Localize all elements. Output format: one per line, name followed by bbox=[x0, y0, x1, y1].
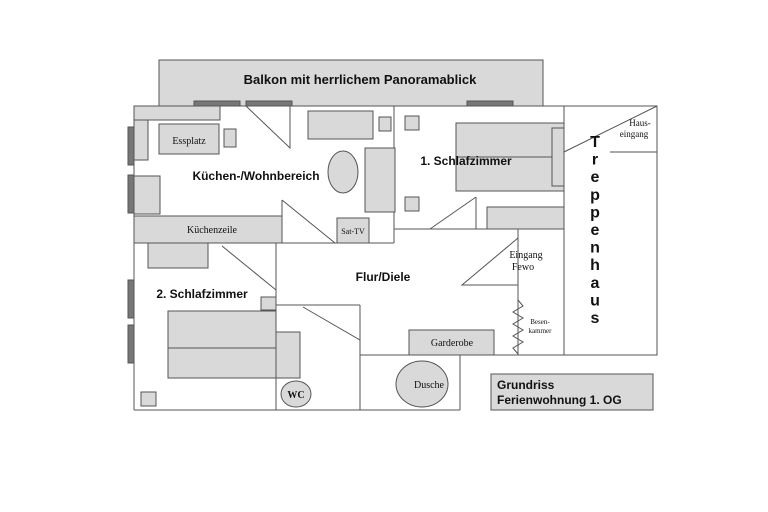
hallway-label: Flur/Diele bbox=[356, 270, 411, 284]
window-left-4 bbox=[127, 324, 135, 364]
house-entrance-label-2: eingang bbox=[620, 129, 649, 139]
door-bedroom2-hall bbox=[221, 245, 277, 292]
nightstand-2 bbox=[260, 296, 277, 311]
door-bath bbox=[302, 306, 361, 341]
broom-door-zigzag bbox=[512, 299, 524, 355]
balcony-window-3 bbox=[466, 100, 514, 107]
nightstand-2b bbox=[140, 391, 157, 407]
staircase-letter: a bbox=[591, 275, 600, 292]
balcony-window-1 bbox=[193, 100, 241, 107]
caption-line1: Grundriss bbox=[497, 378, 555, 392]
door-kitchen-hall-arc bbox=[281, 199, 336, 244]
staircase-letter: e bbox=[591, 222, 600, 239]
door-entrance bbox=[460, 237, 519, 286]
cabinet-left bbox=[133, 119, 149, 161]
dresser-2 bbox=[147, 242, 209, 269]
sat-tv-label: Sat-TV bbox=[341, 227, 365, 236]
dining-table bbox=[158, 123, 220, 155]
caption-box bbox=[490, 373, 654, 411]
nightstand-1a bbox=[404, 115, 420, 131]
sideboard bbox=[378, 116, 392, 132]
house-entrance-label-1: Haus- bbox=[629, 118, 651, 128]
wardrobe-hall bbox=[408, 329, 495, 356]
wc-label: WC bbox=[287, 390, 304, 401]
bedroom2-label: 2. Schlafzimmer bbox=[156, 287, 248, 301]
window-left-3 bbox=[127, 279, 135, 319]
staircase-letter: e bbox=[591, 169, 600, 186]
bedroom1-label: 1. Schlafzimmer bbox=[420, 154, 512, 168]
balcony bbox=[158, 59, 544, 107]
window-left-1 bbox=[127, 126, 135, 166]
coffee-table bbox=[327, 150, 359, 194]
shelf-top bbox=[133, 105, 221, 121]
staircase-letter: n bbox=[590, 240, 600, 257]
broom-label-2: kammer bbox=[529, 327, 553, 335]
dining-label: Essplatz bbox=[172, 136, 206, 147]
shower-label: Dusche bbox=[414, 380, 445, 391]
kitchenette-label: Küchenzeile bbox=[187, 225, 238, 236]
dining-chair bbox=[223, 128, 237, 148]
balcony-window-2 bbox=[245, 100, 293, 107]
bed-2 bbox=[167, 310, 277, 379]
door-kitchen-balcony bbox=[245, 105, 291, 150]
broom-label-1: Besen- bbox=[530, 318, 550, 326]
window-left-2 bbox=[127, 174, 135, 214]
staircase-letter: s bbox=[591, 310, 600, 327]
staircase-letter: p bbox=[590, 204, 600, 221]
staircase-letter: h bbox=[590, 257, 600, 274]
house-entrance-door bbox=[563, 105, 658, 153]
sofa-top bbox=[307, 110, 374, 140]
door-bedroom1-hall bbox=[430, 197, 477, 230]
sofa-right bbox=[364, 147, 396, 213]
staircase bbox=[563, 105, 658, 356]
entrance-label-2: Fewo bbox=[512, 262, 534, 273]
wardrobe-label: Garderobe bbox=[431, 338, 474, 349]
bed-2-pillow bbox=[275, 331, 301, 379]
bed-1-pillow bbox=[551, 127, 565, 187]
entrance-label-1: Eingang bbox=[509, 250, 542, 261]
staircase-letter: p bbox=[590, 187, 600, 204]
kitchenette-counter bbox=[133, 215, 283, 244]
balcony-label: Balkon mit herrlichem Panoramablick bbox=[244, 72, 477, 87]
sat-tv-box bbox=[336, 217, 370, 244]
nightstand-1b bbox=[404, 196, 420, 212]
cabinet-left-2 bbox=[133, 175, 161, 215]
caption-line2: Ferienwohnung 1. OG bbox=[497, 393, 622, 407]
staircase-letter: r bbox=[592, 152, 598, 169]
kitchen-living-label: Küchen-/Wohnbereich bbox=[192, 169, 319, 183]
shower-fixture bbox=[395, 360, 449, 408]
staircase-letter: u bbox=[590, 292, 600, 309]
wc-fixture bbox=[280, 380, 312, 408]
wardrobe-1 bbox=[486, 206, 565, 230]
door-bedroom1-hall-arc bbox=[429, 196, 477, 230]
staircase-letter: T bbox=[590, 134, 600, 151]
